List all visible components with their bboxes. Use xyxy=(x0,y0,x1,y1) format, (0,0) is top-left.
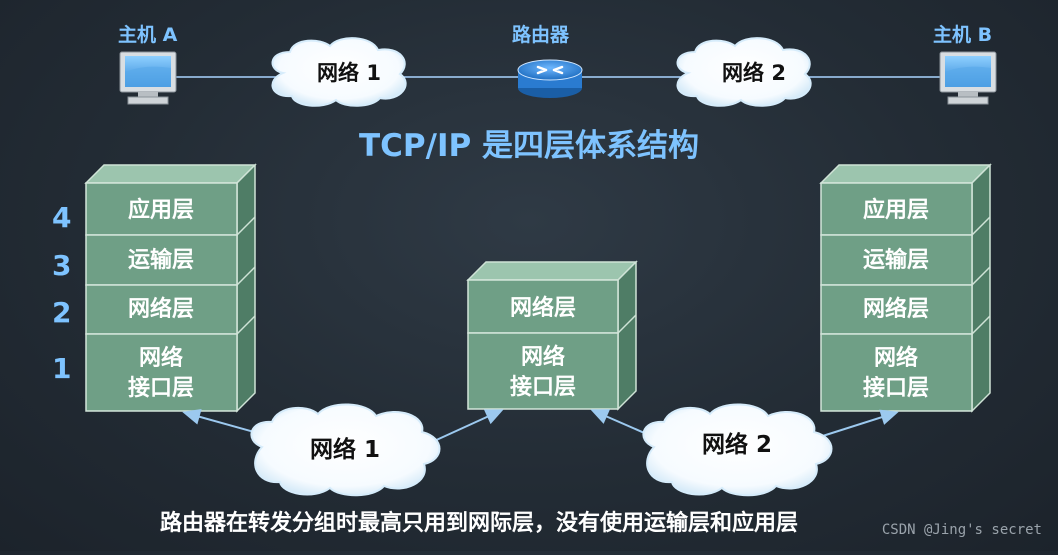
layer-number-4: 4 xyxy=(52,201,72,234)
left-protocol-stack: 应用层 运输层 网络层 网络 接口层 xyxy=(84,163,257,413)
left-internet-label: 网络层 xyxy=(128,296,194,322)
bottom-cloud-network-2: 网络 2 xyxy=(642,403,833,497)
top-cloud-2-label: 网络 2 xyxy=(722,61,786,85)
router-protocol-stack: 网络层 网络 接口层 xyxy=(466,260,638,411)
host-a-label: 主机 A xyxy=(118,24,178,46)
left-transport-label: 运输层 xyxy=(128,247,194,273)
bottom-cloud-2-label: 网络 2 xyxy=(702,431,772,458)
right-internet-label: 网络层 xyxy=(863,296,929,322)
top-cloud-network-2: 网络 2 xyxy=(676,37,812,107)
left-application-label: 应用层 xyxy=(128,197,194,223)
right-interface-label-line1: 网络 xyxy=(874,345,918,371)
right-transport-label: 运输层 xyxy=(863,247,929,273)
right-interface-label-line2: 接口层 xyxy=(863,376,929,401)
host-b-label: 主机 B xyxy=(933,24,993,46)
router-icon xyxy=(517,59,583,98)
left-interface-label-line2: 接口层 xyxy=(128,376,194,401)
layer-number-1: 1 xyxy=(52,352,72,385)
left-interface-label-line1: 网络 xyxy=(139,345,183,371)
right-layer-transport xyxy=(820,234,973,286)
router-interface-label-line1: 网络 xyxy=(521,344,565,370)
layer-number-2: 2 xyxy=(52,296,72,329)
router-label: 路由器 xyxy=(512,24,570,46)
watermark: CSDN @Jing's secret xyxy=(881,522,1042,538)
top-cloud-network-1: 网络 1 xyxy=(271,37,407,107)
bottom-caption: 路由器在转发分组时最高只用到网际层，没有使用运输层和应用层 xyxy=(160,511,799,536)
bottom-cloud-1-label: 网络 1 xyxy=(310,436,380,463)
left-layer-internet xyxy=(85,284,238,335)
router-layer-network-interface xyxy=(467,332,619,410)
left-layer-network-interface xyxy=(85,333,238,412)
arrow-router-to-net1 xyxy=(431,409,504,443)
diagram-title: TCP/IP 是四层体系结构 xyxy=(359,128,699,164)
host-b-computer-icon xyxy=(939,51,997,105)
bottom-cloud-network-1: 网络 1 xyxy=(250,403,441,497)
layer-number-3: 3 xyxy=(52,249,72,282)
top-cloud-1-label: 网络 1 xyxy=(317,61,381,85)
right-application-label: 应用层 xyxy=(863,197,929,223)
left-layer-application xyxy=(85,182,238,236)
right-layer-network-interface xyxy=(820,333,973,412)
right-protocol-stack: 应用层 运输层 网络层 网络 接口层 xyxy=(819,163,992,413)
host-a-computer-icon xyxy=(119,51,177,105)
router-internet-label: 网络层 xyxy=(510,295,576,321)
router-interface-label-line2: 接口层 xyxy=(510,375,576,400)
right-layer-internet xyxy=(820,284,973,335)
